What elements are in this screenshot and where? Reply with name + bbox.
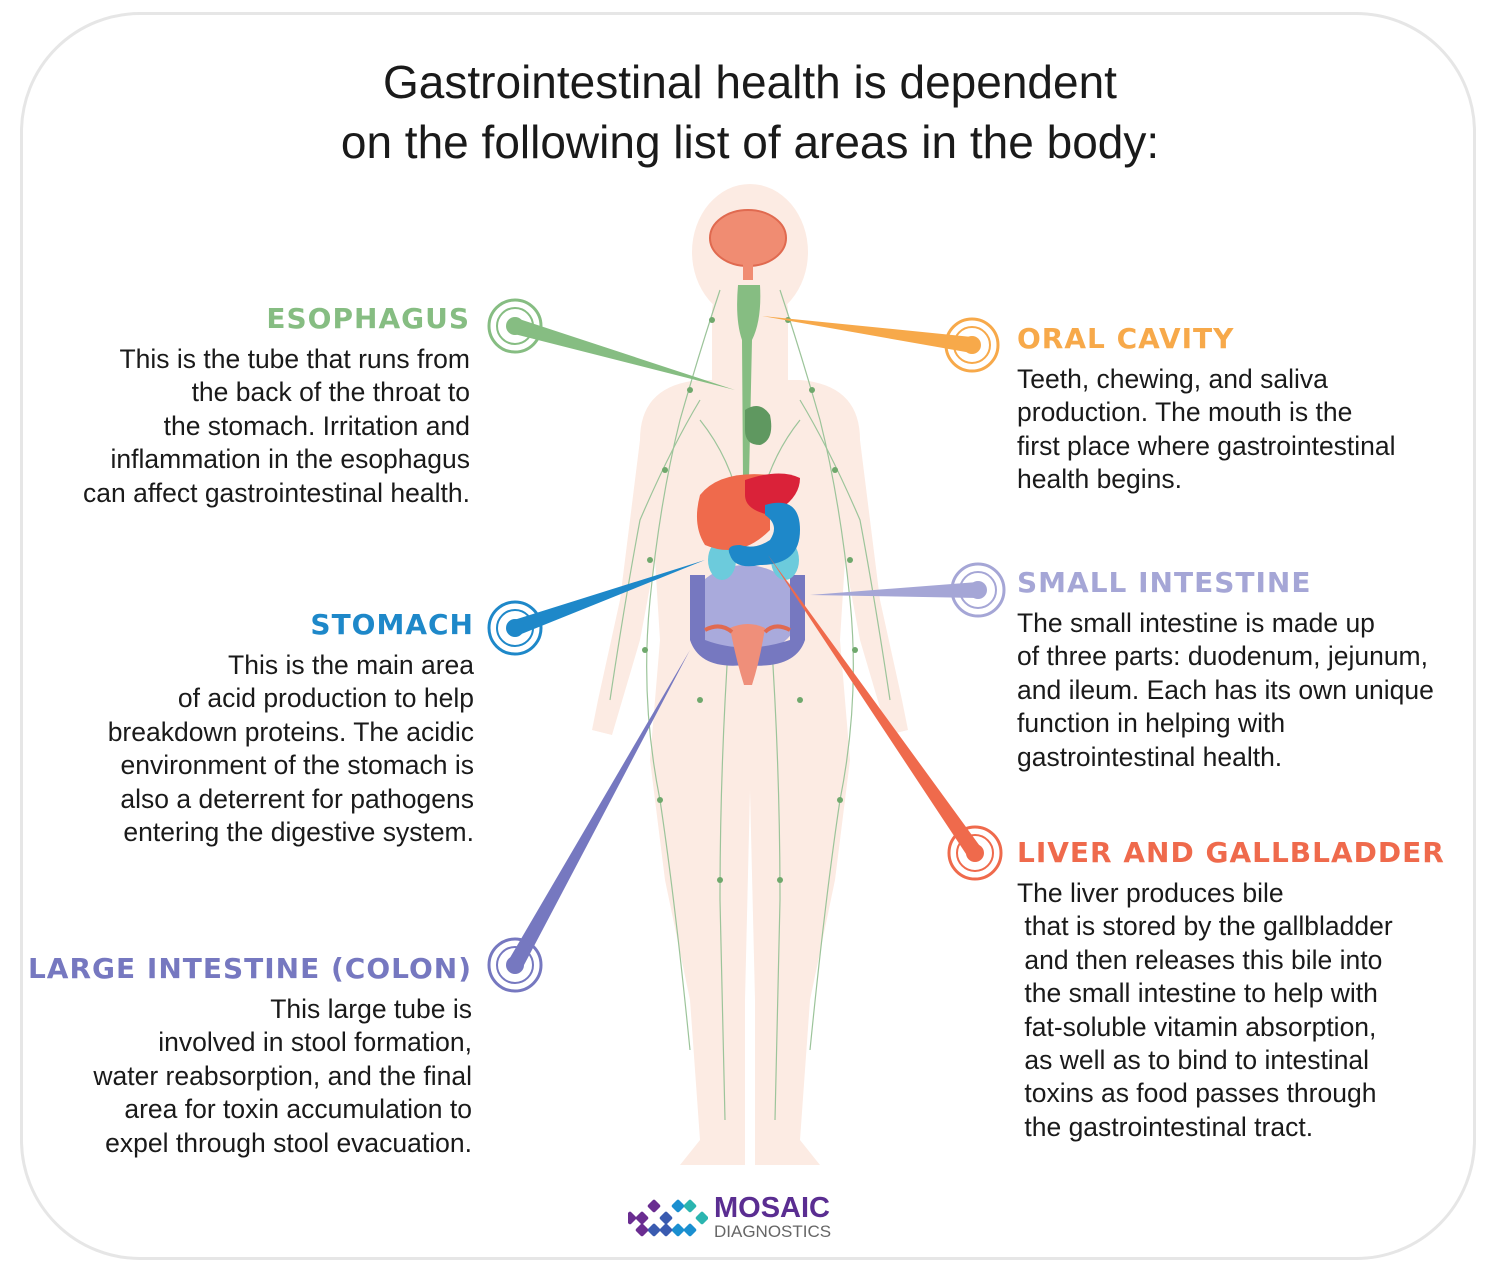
description-line: first place where gastrointestinal	[1017, 430, 1396, 461]
description-line: as well as to bind to intestinal	[1017, 1045, 1370, 1076]
small-intestine-target-ring-icon	[959, 571, 997, 609]
logo-tile	[647, 1199, 661, 1213]
description-line: that is stored by the gallbladder	[1017, 911, 1393, 942]
stomach-target-ring-icon	[496, 609, 534, 647]
description-line: the back of the throat to	[191, 377, 470, 408]
esophagus-pointer	[512, 318, 735, 390]
logo-tile	[659, 1211, 673, 1225]
logo-tile	[683, 1199, 697, 1213]
description-line: and then releases this bile into	[1017, 944, 1383, 975]
liver-gallbladder-target-dot-icon	[966, 844, 984, 862]
esophagus-heading: ESOPHAGUS	[266, 302, 470, 335]
logo-subtitle: DIAGNOSTICS	[714, 1222, 832, 1241]
description-line: also a deterrent for pathogens	[120, 783, 474, 814]
heart-spleen-organ	[745, 473, 800, 515]
large-intestine-target-dot-icon	[506, 956, 524, 974]
large-intestine-target-ring-icon	[487, 937, 543, 993]
large-intestine-section: LARGE INTESTINE (COLON) This large tube …	[28, 952, 472, 1160]
description-line: Teeth, chewing, and saliva	[1017, 364, 1328, 394]
description-line: can affect gastrointestinal health.	[83, 477, 470, 508]
description-line: This is the main area	[228, 650, 474, 680]
small-intestine-target-dot-icon	[969, 581, 987, 599]
description-line: the stomach. Irritation and	[163, 410, 470, 441]
description-line: of three parts: duodenum, jejunum,	[1017, 641, 1428, 672]
stomach-organ	[728, 502, 800, 567]
esophagus-organ	[737, 285, 761, 480]
large-intestine-heading: LARGE INTESTINE (COLON)	[27, 952, 472, 985]
logo-tile	[659, 1223, 673, 1237]
description-line: health begins.	[1017, 464, 1183, 495]
description-line: This large tube is	[270, 994, 472, 1024]
logo-tile	[635, 1223, 649, 1237]
liver-gallbladder-section: LIVER AND GALLBLADDER The liver produces…	[1017, 836, 1445, 1144]
small-intestine-target-ring-icon	[950, 562, 1006, 618]
esophagus-target-dot-icon	[506, 317, 524, 335]
small-intestine-heading: SMALL INTESTINE	[1017, 566, 1312, 599]
oral-cavity-pointer	[762, 316, 974, 353]
liver-gallbladder-heading: LIVER AND GALLBLADDER	[1017, 836, 1445, 869]
thymus-organ	[745, 406, 772, 445]
description-line: The small intestine is made up	[1017, 608, 1375, 638]
small-intestine-pointer	[810, 582, 979, 598]
description-line: function in helping with	[1017, 708, 1286, 739]
stomach-target-dot-icon	[506, 619, 524, 637]
description-line: expel through stool evacuation.	[105, 1127, 472, 1158]
esophagus-target-ring-icon	[487, 298, 543, 354]
brain-icon	[709, 209, 787, 280]
small-intestine-organ	[690, 565, 800, 655]
small-intestine-section: SMALL INTESTINE The small intestine is m…	[1017, 566, 1434, 774]
title-line-2: on the following list of areas in the bo…	[340, 116, 1160, 168]
esophagus-section: ESOPHAGUS This is the tube that runs fro…	[83, 302, 470, 510]
logo-tile	[695, 1211, 709, 1225]
description-line: of acid production to help	[177, 683, 474, 714]
oral-cavity-target-ring-icon	[953, 326, 991, 364]
lymph-vessels	[609, 289, 891, 1121]
logo-tile	[671, 1199, 685, 1213]
logo-tile	[647, 1223, 661, 1237]
oral-cavity-target-ring-icon	[944, 317, 1000, 373]
logo-tile	[683, 1223, 697, 1237]
liver-gallbladder-pointer	[768, 555, 982, 858]
stomach-heading: STOMACH	[310, 608, 474, 641]
description-line: and ileum. Each has its own unique	[1017, 674, 1434, 705]
description-line: the gastrointestinal tract.	[1017, 1111, 1314, 1142]
liver-gallbladder-target-ring-icon	[947, 825, 1003, 881]
logo-tile	[635, 1211, 649, 1225]
stomach-target-ring-icon	[487, 600, 543, 656]
description-line: entering the digestive system.	[123, 817, 474, 848]
page-title: Gastrointestinal health is dependent on …	[0, 52, 1500, 172]
description-line: production. The mouth is the	[1017, 397, 1353, 428]
card-frame	[20, 12, 1476, 1260]
description-line: fat-soluble vitamin absorption,	[1017, 1011, 1377, 1042]
description-line: The liver produces bile	[1017, 878, 1284, 908]
description-line: inflammation in the esophagus	[110, 444, 470, 475]
oral-cavity-heading: ORAL CAVITY	[1017, 322, 1235, 355]
esophagus-target-ring-icon	[496, 307, 534, 345]
description-line: This is the tube that runs from	[119, 344, 470, 374]
liver-gallbladder-target-ring-icon	[956, 834, 994, 872]
uterus-organ	[730, 624, 765, 685]
logo-tile	[671, 1223, 685, 1237]
logo-tile	[623, 1211, 637, 1225]
description-line: area for toxin accumulation to	[124, 1094, 472, 1125]
mosaic-logo-mark-icon	[623, 1199, 709, 1237]
large-intestine-pointer	[508, 650, 690, 969]
description-line: environment of the stomach is	[120, 750, 474, 781]
title-line-1: Gastrointestinal health is dependent	[383, 56, 1117, 108]
description-line: involved in stool formation,	[158, 1027, 472, 1058]
description-line: gastrointestinal health.	[1017, 741, 1283, 772]
mosaic-diagnostics-logo: MOSAIC DIAGNOSTICS	[623, 1192, 858, 1244]
oral-cavity-target-dot-icon	[963, 336, 981, 354]
description-line: the small intestine to help with	[1017, 978, 1378, 1009]
logo-name: MOSAIC	[714, 1192, 830, 1224]
description-line: water reabsorption, and the final	[93, 1060, 472, 1091]
description-line: breakdown proteins. The acidic	[107, 716, 474, 747]
large-intestine-target-ring-icon	[496, 946, 534, 984]
description-line: toxins as food passes through	[1017, 1078, 1377, 1109]
stomach-pointer	[512, 560, 705, 636]
